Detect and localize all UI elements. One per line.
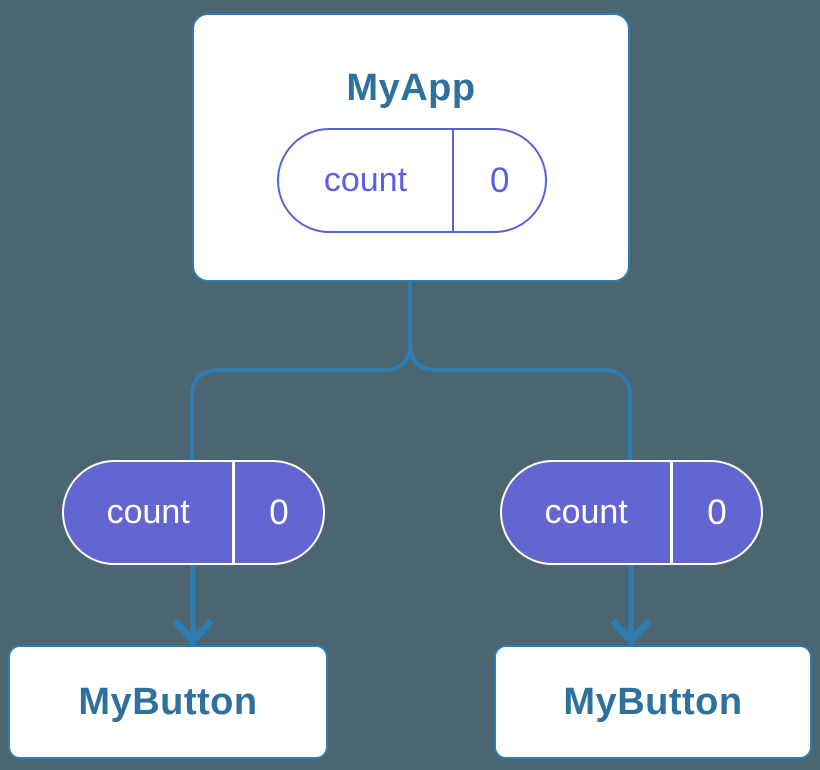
state-value-label: 0 [269, 492, 289, 532]
state-pill-right: count 0 [500, 460, 763, 565]
tree-branch-left [190, 282, 412, 462]
component-box-myapp: MyApp count 0 [192, 13, 630, 282]
component-box-mybutton-right: MyButton [494, 645, 812, 759]
state-value-label: 0 [707, 492, 727, 532]
arrow-right [610, 565, 652, 647]
state-name-label: count [106, 493, 190, 531]
arrow-right-head [610, 618, 652, 647]
arrow-left [172, 565, 214, 647]
tree-branch-right [408, 342, 632, 462]
component-title-myapp: MyApp [346, 67, 476, 109]
arrow-left-head [172, 618, 214, 647]
pill-divider [232, 462, 235, 563]
component-title-mybutton: MyButton [563, 680, 743, 723]
tree-connector [190, 282, 632, 462]
state-name-label: count [544, 493, 628, 531]
component-title-mybutton: MyButton [78, 680, 258, 723]
state-pill-left: count 0 [62, 460, 325, 565]
state-value-label: 0 [489, 160, 510, 200]
pill-divider [670, 462, 673, 563]
state-pill-myapp: count 0 [277, 128, 547, 233]
pill-divider [451, 130, 455, 231]
state-name-label: count [323, 161, 408, 199]
component-box-mybutton-left: MyButton [8, 645, 328, 759]
